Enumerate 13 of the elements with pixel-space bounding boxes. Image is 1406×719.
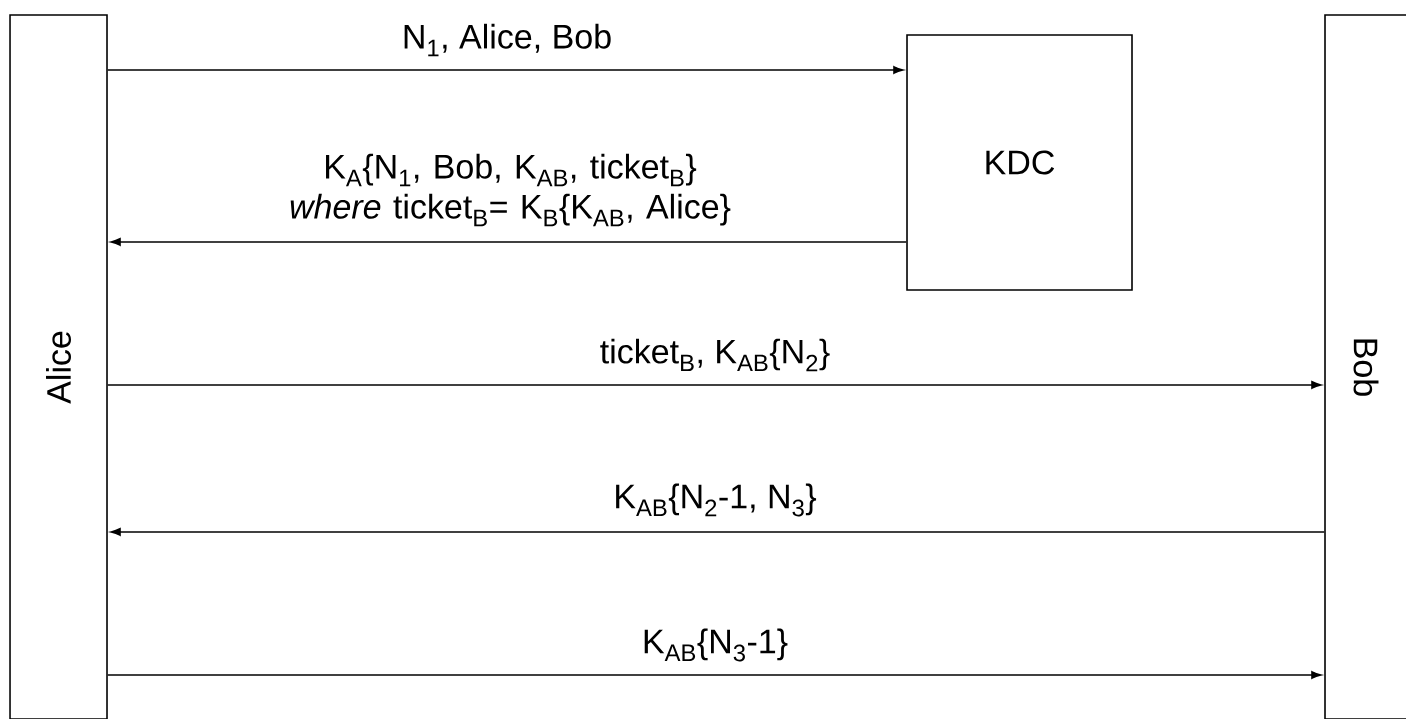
edge-label: K$_{AB}${N$_{2}$-1, N$_{3}$} [616, 483, 817, 517]
edge-label: K$_{AB}${N$_{3}$-1} [644, 628, 788, 662]
arrow [107, 66, 904, 74]
arrow [110, 528, 1325, 536]
edge-label: N$_{1}$, Alice, Bob [404, 23, 611, 57]
edge-label: K$_{A}${N$_{1}$, Bob, K$_{AB}$, ticket$_{B}$} where ticket$_{B}$= K$_{B}${K$_{AB}$, Alice} [290, 153, 731, 227]
arrow [107, 381, 1322, 389]
edge-label: ticket$_{B}$, K$_{AB}${N$_{2}$} [600, 338, 830, 372]
participant-box: Alice [9, 14, 108, 719]
arrow [107, 671, 1322, 679]
participant-box: Bob [1324, 14, 1406, 719]
server-box: KDC [906, 34, 1133, 291]
arrow [110, 238, 907, 246]
